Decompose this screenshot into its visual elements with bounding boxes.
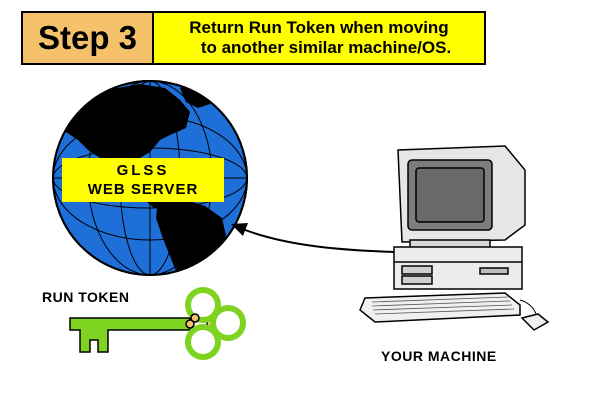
run-token-label: RUN TOKEN <box>42 289 130 305</box>
globe-label-line1: GLSS <box>116 162 170 179</box>
step-description: Return Run Token when moving to another … <box>154 13 484 63</box>
step-number: Step 3 <box>23 13 154 63</box>
key-icon <box>69 287 246 360</box>
globe-server-label: GLSS WEB SERVER <box>62 158 224 202</box>
step-description-line2: to another similar machine/OS. <box>200 38 452 57</box>
step-description-line1: Return Run Token when moving <box>189 18 449 37</box>
step-banner: Step 3 Return Run Token when moving to a… <box>21 11 486 65</box>
arrow-icon <box>231 223 396 253</box>
your-machine-label: YOUR MACHINE <box>381 348 497 364</box>
computer-icon <box>359 145 550 331</box>
globe-label-line2: WEB SERVER <box>87 181 199 198</box>
